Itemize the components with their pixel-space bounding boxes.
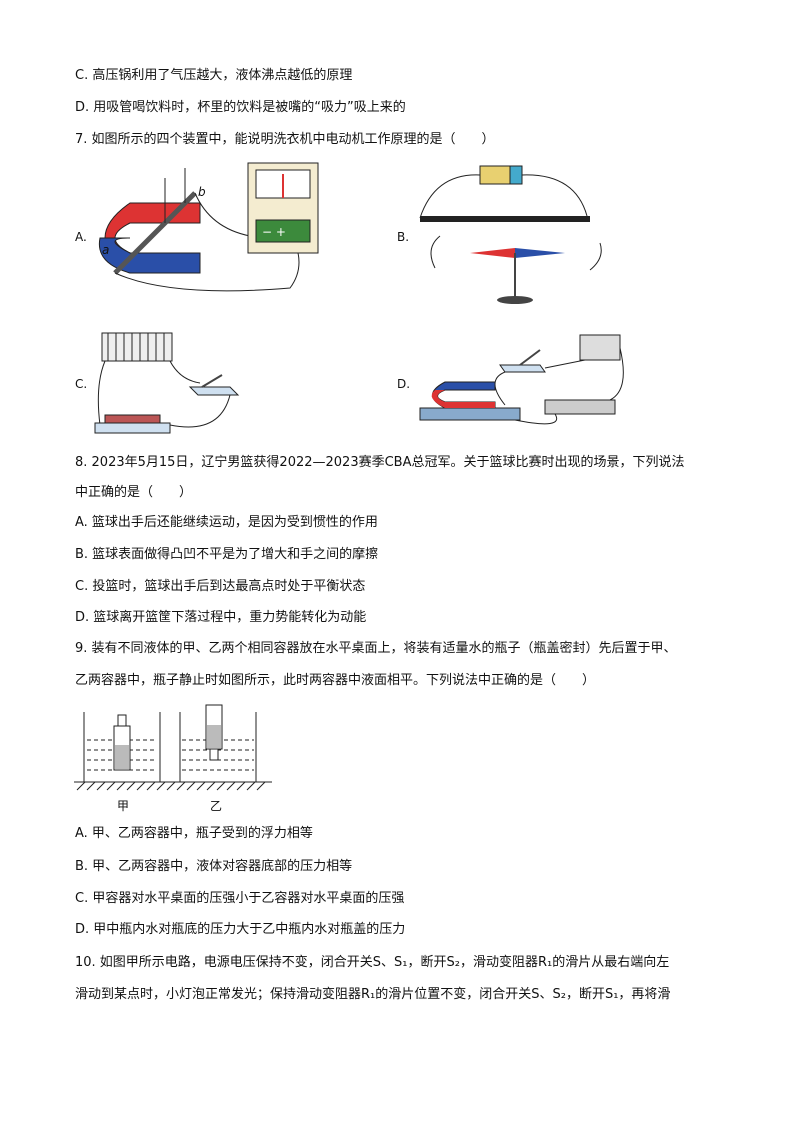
label-yi: 乙 [210, 799, 223, 813]
q9-option-d: D. 甲中瓶内水对瓶底的压力大于乙中瓶内水对瓶盖的压力 [75, 922, 406, 937]
q8-option-b: B. 篮球表面做得凸凹不平是为了增大和手之间的摩擦 [75, 547, 379, 562]
q7-stem: 7. 如图所示的四个装置中，能说明洗衣机中电动机工作原理的是（ ） [75, 132, 495, 147]
q9-figure [74, 704, 272, 791]
q7-figure-b [419, 165, 602, 304]
q7-label-b: B. [397, 230, 410, 244]
q7-label-c: C. [75, 377, 88, 391]
q8-stem-1: 8. 2023年5月15日，辽宁男篮获得2022—2023赛季CBA总冠军。关于… [75, 455, 685, 470]
label-jia: 甲 [117, 799, 130, 813]
q8-option-a: A. 篮球出手后还能继续运动，是因为受到惯性的作用 [75, 515, 378, 530]
q8-option-c: C. 投篮时，篮球出手后到达最高点时处于平衡状态 [75, 579, 366, 594]
q6-option-d: D. 用吸管喝饮料时，杯里的饮料是被嘴的“吸力”吸上来的 [75, 100, 406, 115]
q10-stem-1: 10. 如图甲所示电路，电源电压保持不变，闭合开关S、S₁，断开S₂，滑动变阻器… [75, 955, 670, 970]
label-a: a [102, 243, 110, 257]
q10-stem-2: 滑动到某点时，小灯泡正常发光；保持滑动变阻器R₁的滑片位置不变，闭合开关S、S₂… [75, 987, 671, 1002]
q7-figure-a: − + [98, 162, 319, 292]
q7-label-a: A. [75, 230, 87, 244]
label-b: b [198, 185, 206, 199]
q8-option-d: D. 篮球离开篮筐下落过程中，重力势能转化为动能 [75, 610, 367, 625]
svg-text:− +: − + [262, 225, 286, 239]
q7-figure-c [94, 332, 240, 434]
q7-label-d: D. [397, 377, 411, 391]
q6-option-c: C. 高压锅利用了气压越大，液体沸点越低的原理 [75, 68, 353, 83]
q8-stem-2: 中正确的是（ ） [75, 485, 193, 500]
q9-option-a: A. 甲、乙两容器中，瓶子受到的浮力相等 [75, 826, 313, 841]
q9-option-b: B. 甲、乙两容器中，液体对容器底部的压力相等 [75, 859, 353, 874]
q9-stem-1: 9. 装有不同液体的甲、乙两个相同容器放在水平桌面上，将装有适量水的瓶子（瓶盖密… [75, 641, 677, 656]
q7-figure-d [419, 334, 624, 425]
q9-stem-2: 乙两容器中，瓶子静止时如图所示，此时两容器中液面相平。下列说法中正确的是（ ） [75, 673, 596, 688]
q9-option-c: C. 甲容器对水平桌面的压强小于乙容器对水平桌面的压强 [75, 891, 405, 906]
